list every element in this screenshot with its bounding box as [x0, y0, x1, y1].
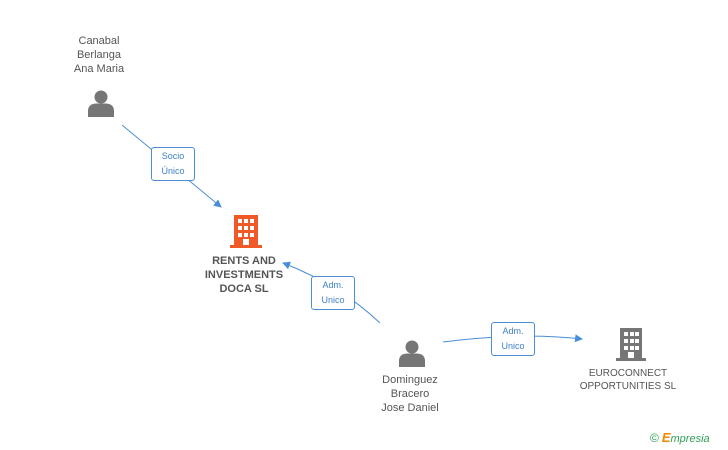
building-icon[interactable] — [616, 328, 646, 361]
edge-label-line: Unico — [321, 295, 345, 305]
edge-label-line: Unico — [501, 341, 525, 351]
node-label-dominguez[interactable]: Dominguez Bracero Jose Daniel — [360, 373, 460, 415]
edge-label-socio-unico: Socio Único — [151, 147, 195, 181]
edge-label-line: Adm. — [502, 326, 524, 336]
edge-label-adm-unico: Adm. Unico — [491, 322, 535, 356]
node-label-line: DOCA SL — [219, 283, 269, 295]
node-label-line: Ana Maria — [73, 63, 125, 75]
person-icon[interactable] — [399, 340, 425, 368]
edge-label-line: Adm. — [322, 280, 344, 290]
empresia-watermark: ©Empresia — [650, 430, 710, 446]
node-label-rents[interactable]: RENTS AND INVESTMENTS DOCA SL — [186, 254, 302, 296]
edge-label-adm-unico: Adm. Unico — [311, 276, 355, 310]
edge-label-line: Único — [161, 166, 185, 176]
building-icon[interactable] — [230, 215, 262, 248]
copyright-symbol: © — [650, 431, 659, 445]
brand-name: mpresia — [670, 433, 710, 445]
node-label-line: Jose Daniel — [381, 402, 439, 414]
node-label-line: Berlanga — [76, 49, 122, 61]
node-label-line: OPPORTUNITIES SL — [579, 381, 677, 392]
node-label-euroconnect[interactable]: EUROCONNECT OPPORTUNITIES SL — [568, 367, 688, 393]
person-icon[interactable] — [88, 90, 114, 118]
edge-label-line: Socio — [161, 151, 185, 161]
node-label-line: RENTS AND — [212, 255, 276, 267]
node-label-line: Canabal — [78, 35, 120, 47]
brand-initial: E — [661, 430, 671, 445]
node-label-canabal[interactable]: Canabal Berlanga Ana Maria — [49, 34, 149, 76]
node-label-line: Bracero — [390, 388, 430, 400]
node-label-line: EUROCONNECT — [588, 368, 668, 379]
node-label-line: Dominguez — [382, 374, 438, 386]
node-label-line: INVESTMENTS — [204, 269, 284, 281]
